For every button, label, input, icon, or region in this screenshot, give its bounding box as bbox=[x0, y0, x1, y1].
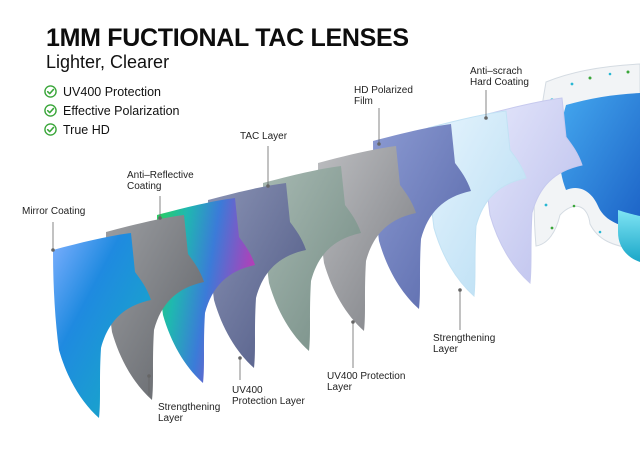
feature-text: True HD bbox=[63, 122, 110, 137]
label-line: TAC Layer bbox=[240, 131, 288, 142]
label-line: Strengthening bbox=[158, 402, 221, 413]
label-line: Layer bbox=[158, 413, 184, 424]
feature-text: UV400 Protection bbox=[63, 84, 161, 99]
page-title: 1MM FUCTIONAL TAC LENSES bbox=[46, 24, 409, 52]
feature-text: Effective Polarization bbox=[63, 103, 180, 118]
label-line: UV400 bbox=[232, 385, 263, 396]
check-circle-icon bbox=[44, 85, 57, 98]
label-strengthening-bottom: Strengthening Layer bbox=[158, 402, 220, 424]
feature-item: Effective Polarization bbox=[44, 101, 180, 120]
label-line: Layer bbox=[327, 382, 353, 393]
check-circle-icon bbox=[44, 123, 57, 136]
page-subtitle: Lighter, Clearer bbox=[46, 52, 170, 72]
leader-lines bbox=[51, 90, 488, 395]
label-mirror-coating: Mirror Coating bbox=[22, 206, 85, 217]
feature-item: True HD bbox=[44, 120, 180, 139]
label-line: HD Polarized bbox=[354, 85, 413, 96]
label-line: UV400 Protection bbox=[327, 371, 406, 382]
label-uv400-left: UV400 Protection Layer bbox=[232, 385, 305, 407]
label-line: Anti–scrach bbox=[470, 66, 523, 77]
check-circle-icon bbox=[44, 104, 57, 117]
label-anti-scratch: Anti–scrach Hard Coating bbox=[470, 66, 529, 88]
label-uv400-mid: UV400 Protection Layer bbox=[327, 371, 405, 393]
label-hd-polarized: HD Polarized Film bbox=[354, 85, 413, 107]
label-line: Strengthening bbox=[433, 333, 496, 344]
label-anti-reflective: Anti–Reflective Coating bbox=[127, 170, 194, 192]
label-line: Layer bbox=[433, 344, 459, 355]
label-strengthening-right: Strengthening Layer bbox=[433, 333, 495, 355]
feature-list: UV400 Protection Effective Polarization … bbox=[44, 82, 180, 139]
label-tac-layer: TAC Layer bbox=[240, 131, 287, 142]
label-line: Protection Layer bbox=[232, 396, 305, 407]
label-line: Anti–Reflective bbox=[127, 170, 194, 181]
label-line: Hard Coating bbox=[470, 77, 529, 88]
label-line: Film bbox=[354, 96, 373, 107]
label-line: Coating bbox=[127, 181, 162, 192]
feature-item: UV400 Protection bbox=[44, 82, 180, 101]
label-line: Mirror Coating bbox=[22, 206, 86, 217]
